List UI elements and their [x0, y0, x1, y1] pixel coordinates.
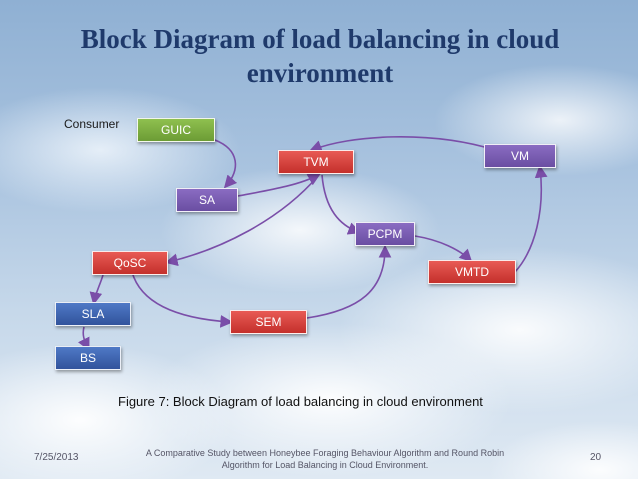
edge-sla-bs	[77, 326, 90, 351]
node-guic: GUIC	[137, 118, 215, 142]
node-vm: VM	[484, 144, 556, 168]
edge-sa-tvm	[237, 173, 321, 197]
node-qosc: QoSC	[92, 251, 168, 275]
node-sa: SA	[176, 188, 238, 212]
edge-tvm-pcpm	[321, 174, 361, 235]
figure-caption: Figure 7: Block Diagram of load balancin…	[118, 394, 483, 409]
node-pcpm: PCPM	[355, 222, 415, 246]
footer-subtitle: A Comparative Study between Honeybee For…	[145, 448, 505, 470]
page-number: 20	[590, 452, 602, 463]
node-tvm: TVM	[278, 150, 354, 174]
edge-guic-sa	[214, 139, 238, 189]
node-bs: BS	[55, 346, 121, 370]
footer-date: 7/25/2013	[34, 452, 79, 463]
edge-qosc-sla	[89, 274, 104, 306]
consumer-label: Consumer	[64, 117, 120, 131]
node-sla: SLA	[55, 302, 131, 326]
edge-vmtd-vm	[514, 164, 548, 273]
edge-vm-tvm	[309, 136, 496, 153]
edge-sem-pcpm	[306, 244, 392, 319]
node-vmtd: VMTD	[428, 260, 516, 284]
node-sem: SEM	[230, 310, 307, 334]
slide-title: Block Diagram of load balancing in cloud…	[80, 24, 560, 88]
edge-pcpm-vmtd	[414, 235, 473, 263]
edge-qosc-sem	[131, 271, 234, 328]
edge-tvm-qosc	[164, 175, 319, 267]
